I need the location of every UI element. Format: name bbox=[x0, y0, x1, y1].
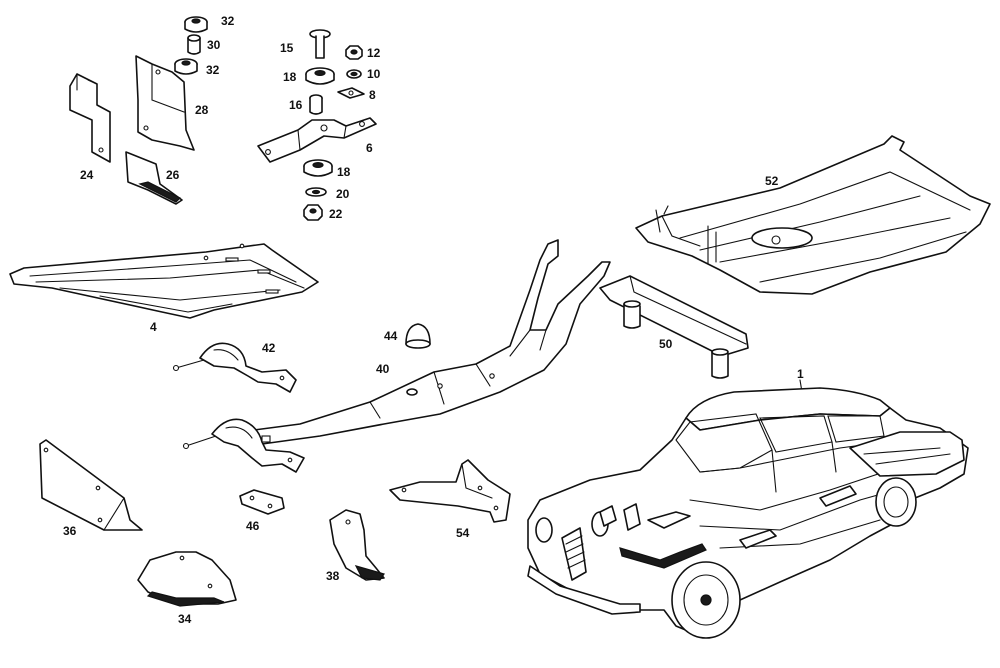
label-30: 30 bbox=[207, 38, 221, 52]
part-46-small-plate bbox=[239, 489, 285, 515]
label-32-top: 32 bbox=[221, 14, 235, 28]
part-10-washer bbox=[346, 69, 362, 79]
label-38: 38 bbox=[326, 569, 340, 583]
part-28-bracket bbox=[135, 55, 195, 151]
label-22: 22 bbox=[329, 207, 343, 221]
part-18-rubber-ring-lower bbox=[303, 159, 333, 177]
label-15: 15 bbox=[280, 41, 294, 55]
label-28: 28 bbox=[195, 103, 209, 117]
label-40: 40 bbox=[376, 362, 390, 376]
part-1-car-body bbox=[527, 379, 969, 639]
label-8: 8 bbox=[369, 88, 376, 102]
label-10: 10 bbox=[367, 67, 381, 81]
label-4: 4 bbox=[150, 320, 157, 334]
part-26-bracket bbox=[125, 151, 183, 205]
part-42-strap-upper bbox=[172, 342, 297, 393]
label-44: 44 bbox=[384, 329, 398, 343]
part-34-cover bbox=[137, 551, 237, 607]
label-18-top: 18 bbox=[283, 70, 297, 84]
part-52-floor-pan bbox=[635, 135, 991, 295]
part-20-washer bbox=[305, 187, 327, 197]
label-26: 26 bbox=[166, 168, 180, 182]
part-22-nut bbox=[303, 204, 323, 221]
part-4-cover-plate bbox=[9, 243, 319, 319]
label-36: 36 bbox=[63, 524, 77, 538]
part-30-sleeve bbox=[187, 34, 201, 55]
label-52: 52 bbox=[765, 174, 779, 188]
part-6-mounting-plate bbox=[257, 117, 377, 163]
part-50-mount-bracket bbox=[599, 275, 749, 379]
part-32-rubber-mount-lower bbox=[174, 58, 198, 75]
part-54-plate bbox=[389, 459, 511, 523]
label-34: 34 bbox=[178, 612, 192, 626]
label-32-lower: 32 bbox=[206, 63, 220, 77]
label-54: 54 bbox=[456, 526, 470, 540]
label-24: 24 bbox=[80, 168, 94, 182]
part-38-bracket bbox=[329, 509, 385, 581]
label-16: 16 bbox=[289, 98, 303, 112]
part-32-rubber-mount-top bbox=[184, 16, 208, 33]
part-42-strap-lower bbox=[182, 418, 305, 473]
part-12-nut bbox=[345, 45, 363, 60]
label-50: 50 bbox=[659, 337, 673, 351]
part-44-rubber-buffer bbox=[405, 323, 431, 349]
label-12: 12 bbox=[367, 46, 381, 60]
part-36-shield-plate bbox=[39, 439, 143, 531]
part-16-sleeve bbox=[309, 94, 323, 115]
label-42: 42 bbox=[262, 341, 276, 355]
part-18-rubber-ring-top bbox=[305, 67, 335, 85]
part-15-bolt bbox=[309, 29, 331, 59]
label-1: 1 bbox=[797, 367, 804, 381]
label-20: 20 bbox=[336, 187, 350, 201]
part-40-crossmember bbox=[253, 239, 611, 445]
part-8-plate bbox=[337, 87, 365, 99]
label-46: 46 bbox=[246, 519, 260, 533]
part-24-bracket bbox=[69, 73, 111, 163]
label-6: 6 bbox=[366, 141, 373, 155]
label-18-lower: 18 bbox=[337, 165, 351, 179]
